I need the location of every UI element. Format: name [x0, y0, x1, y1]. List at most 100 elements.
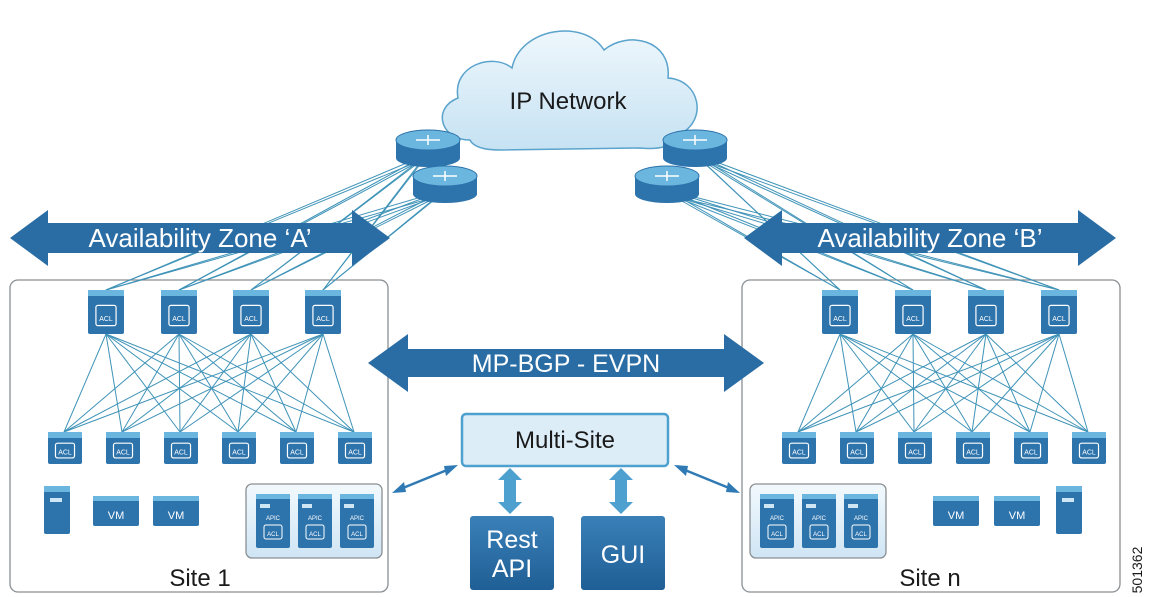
acl-tag: ACL	[792, 449, 806, 456]
fabric-line	[797, 333, 987, 433]
acl-tag: ACL	[771, 532, 783, 538]
siten-leaf-switch-1: ACL	[782, 432, 816, 464]
rest-api-box	[470, 516, 554, 590]
acl-tag: ACL	[813, 532, 825, 538]
fabric-line	[63, 333, 107, 433]
fabric-line	[105, 333, 181, 433]
acl-tag: ACL	[290, 449, 304, 456]
uplink-line	[322, 159, 423, 291]
acl-tag: ACL	[850, 449, 864, 456]
acl-tag: ACL	[172, 316, 186, 323]
fabric-line	[295, 333, 324, 433]
fabric-line	[971, 333, 1060, 433]
controller-connectors	[397, 466, 735, 492]
acl-tag: ACL	[1082, 449, 1096, 456]
fabric-line	[178, 333, 239, 433]
figure-id: 501362	[1129, 546, 1145, 593]
siten-server	[1056, 486, 1082, 534]
acl-tag: ACL	[174, 449, 188, 456]
fabric-line	[839, 333, 973, 433]
apic-tag: APIC	[854, 516, 869, 522]
uplink-line	[694, 153, 1060, 291]
fabric-line	[121, 333, 180, 433]
siten-vm-2: VM	[994, 496, 1040, 526]
site-devices: ACL ACL ACL ACL ACL ACL ACL ACL ACL ACL ACL ACL ACL A…	[44, 290, 1106, 559]
siten-router-1	[662, 129, 728, 167]
siten-spine-switch-3: ACL	[968, 290, 1004, 334]
siten-leaf-switch-3: ACL	[898, 432, 932, 464]
siten-leaf-switch-6: ACL	[1072, 432, 1106, 464]
fabric-line	[797, 333, 914, 433]
fabric-line	[912, 333, 1089, 433]
fabric-line	[839, 333, 1031, 433]
fabric-line	[322, 333, 355, 433]
fabric-line	[839, 333, 915, 433]
siten-spine-switch-4: ACL	[1041, 290, 1077, 334]
acl-tag: ACL	[348, 449, 362, 456]
fabric-line	[797, 333, 841, 433]
fabric-line	[250, 333, 297, 433]
site1-leaf-switch-5: ACL	[280, 432, 314, 464]
zone-b-arrow	[744, 210, 1116, 266]
acl-tag: ACL	[351, 532, 363, 538]
ip-network-cloud	[441, 30, 698, 151]
acl-tag: ACL	[979, 316, 993, 323]
acl-tag: ACL	[1024, 449, 1038, 456]
fabric-line	[855, 333, 1060, 433]
siten-label: Site n	[899, 565, 960, 592]
fabric-line	[839, 333, 1089, 433]
fabric-line	[121, 333, 252, 433]
acl-tag: ACL	[58, 449, 72, 456]
router-group	[395, 129, 728, 203]
siten-spine-switch-2: ACL	[895, 290, 931, 334]
siten-vm-1: VM	[933, 496, 979, 526]
site1-spine-switch-1: ACL	[88, 290, 124, 334]
zone-b-label: Availability Zone ‘B’	[818, 223, 1043, 253]
siten-leaf-switch-2: ACL	[840, 432, 874, 464]
site1-vm-2: VM	[153, 496, 199, 526]
acl-tag: ACL	[232, 449, 246, 456]
gui-link-arrow	[609, 468, 633, 514]
fabric-line	[855, 333, 914, 433]
site1-spine-switch-3: ACL	[233, 290, 269, 334]
fabric-line	[105, 333, 239, 433]
vm-tag: VM	[108, 510, 125, 522]
gui-label: GUI	[601, 541, 645, 569]
acl-tag: ACL	[833, 316, 847, 323]
rest-link-arrow	[498, 468, 522, 514]
fabric-line	[63, 333, 180, 433]
vm-tag: VM	[1009, 510, 1026, 522]
fabric-line	[912, 333, 1031, 433]
vm-tag: VM	[948, 510, 965, 522]
site1-router-1	[395, 129, 461, 167]
site1-leaf-switch-6: ACL	[338, 432, 372, 464]
fabric-line	[1058, 333, 1089, 433]
fabric-line	[178, 333, 181, 433]
site1-vm-1: VM	[93, 496, 139, 526]
apic-tag: APIC	[308, 516, 323, 522]
acl-tag: ACL	[309, 532, 321, 538]
siten-leaf-switch-4: ACL	[956, 432, 990, 464]
gui-box	[581, 516, 665, 590]
ip-network-label: IP Network	[510, 88, 628, 115]
acl-tag: ACL	[99, 316, 113, 323]
acl-tag: ACL	[906, 316, 920, 323]
mp-bgp-evpn-arrow	[368, 334, 764, 392]
fabric-line	[63, 333, 324, 433]
fabric-line	[912, 333, 915, 433]
rest-label-line2: API	[492, 555, 532, 583]
acl-tag: ACL	[855, 532, 867, 538]
fabric-line	[971, 333, 987, 433]
fabric-line	[179, 333, 324, 433]
acl-tag: ACL	[908, 449, 922, 456]
fabric-line	[105, 333, 297, 433]
fabric-line	[178, 333, 355, 433]
multi-site-label: Multi-Site	[515, 427, 615, 454]
connector-heads	[392, 465, 740, 493]
fabric-line	[178, 333, 297, 433]
fabric-line	[912, 333, 973, 433]
acl-tag: ACL	[316, 316, 330, 323]
fabric-line	[1029, 333, 1060, 433]
